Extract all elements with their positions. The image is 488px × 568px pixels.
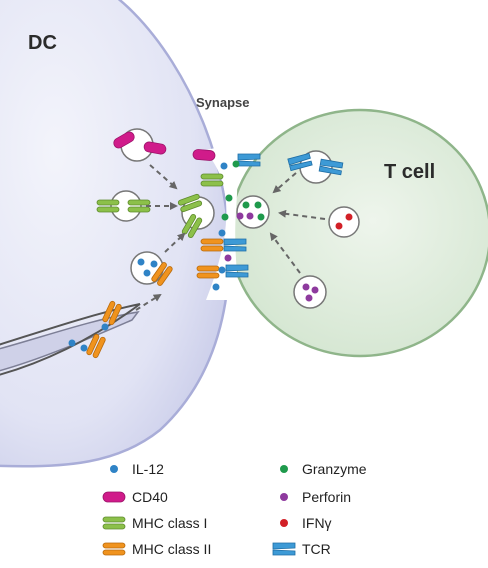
dc-dendrite-edge <box>0 303 141 346</box>
legend-item-il12: IL-12 <box>110 461 164 477</box>
mhc1-swatch <box>102 516 126 530</box>
granzyme-swatch <box>280 465 288 473</box>
dc-vesicle-il12-mhc2 <box>130 251 174 287</box>
legend-label-granzyme: Granzyme <box>302 461 367 477</box>
legend: IL-12 CD40 MHC class I MHC class II Gran… <box>102 461 367 557</box>
legend-label-ifng: IFNγ <box>302 515 332 531</box>
legend-item-tcr: TCR <box>272 541 331 557</box>
t-cell-body <box>228 108 488 358</box>
synapse-secreted-molecules <box>212 160 240 291</box>
legend-label-tcr: TCR <box>302 541 331 557</box>
t-vesicle-ifng <box>328 206 360 238</box>
legend-item-mhc2: MHC class II <box>102 541 211 557</box>
synapse-label: Synapse <box>196 95 249 110</box>
legend-item-cd40: CD40 <box>102 489 168 505</box>
dc-label: DC <box>28 32 57 54</box>
dc-transport-arrows <box>135 164 186 311</box>
synapse-cleft <box>205 145 240 300</box>
dc-synapse-vesicle <box>177 193 215 239</box>
legend-label-il12: IL-12 <box>132 461 164 477</box>
legend-item-mhc1: MHC class I <box>102 515 207 531</box>
legend-item-ifng: IFNγ <box>280 515 332 531</box>
dc-vesicle-mhc1 <box>96 190 151 222</box>
legend-item-perforin: Perforin <box>280 489 351 505</box>
dendrite-cargo <box>68 300 123 359</box>
tcr-swatch <box>272 542 296 556</box>
cd40-swatch <box>102 491 126 503</box>
dc-vesicle-cd40 <box>111 128 168 162</box>
legend-label-cd40: CD40 <box>132 489 168 505</box>
legend-label-mhc2: MHC class II <box>132 541 211 557</box>
t-vesicle-tcr <box>287 150 344 184</box>
t-transport-arrows <box>269 172 326 274</box>
legend-label-mhc1: MHC class I <box>132 515 207 531</box>
mhc2-swatch <box>102 542 126 556</box>
legend-label-perforin: Perforin <box>302 489 351 505</box>
ifng-swatch <box>280 519 288 527</box>
il12-swatch <box>110 465 118 473</box>
perforin-swatch <box>280 493 288 501</box>
t-cell-label: T cell <box>384 161 435 183</box>
dc-dendrite-edge-lower <box>0 303 141 376</box>
t-synapse-vesicle <box>236 195 270 229</box>
t-vesicle-perforin <box>293 275 327 309</box>
legend-item-granzyme: Granzyme <box>280 461 367 477</box>
